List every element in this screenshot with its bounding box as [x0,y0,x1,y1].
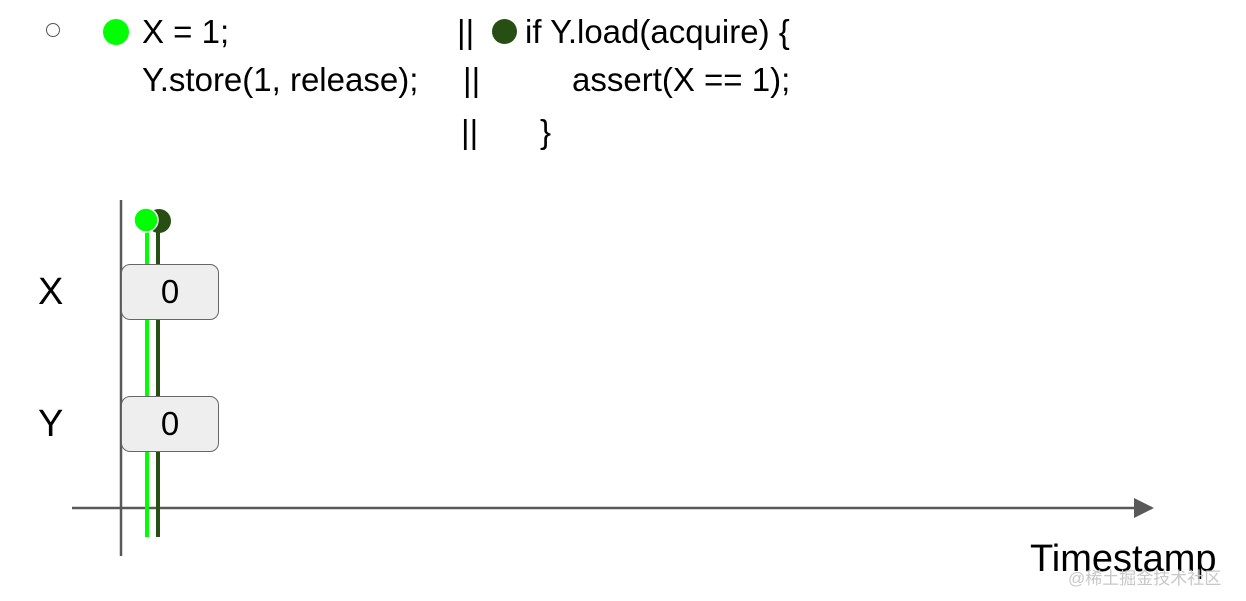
thread-separator-3: || [461,113,479,150]
thread1-line-1: X = 1; [142,13,230,50]
value-box-y: 0 [121,396,219,452]
row-label-x: X [38,271,64,313]
value-box-x: 0 [121,264,219,320]
row-label-y: Y [38,403,64,445]
x-axis-label: Timestamp [1030,538,1217,580]
thread2-line-1: if Y.load(acquire) { [525,13,790,50]
thread2-marker-icon [492,19,517,44]
thread1-marker-icon [103,19,129,45]
thread2-line-3: } [540,113,552,150]
thread1-position-dot [133,207,159,233]
watermark: @稀土掘金技术社区 [1068,569,1222,588]
value-x: 0 [160,273,180,310]
thread1-line-2: Y.store(1, release); [142,61,419,98]
thread2-line-2: assert(X == 1); [572,61,791,98]
thread-separator-1: || [457,13,475,50]
value-y: 0 [160,405,180,442]
thread-separator-2: || [463,61,481,98]
list-bullet-icon [46,23,60,37]
